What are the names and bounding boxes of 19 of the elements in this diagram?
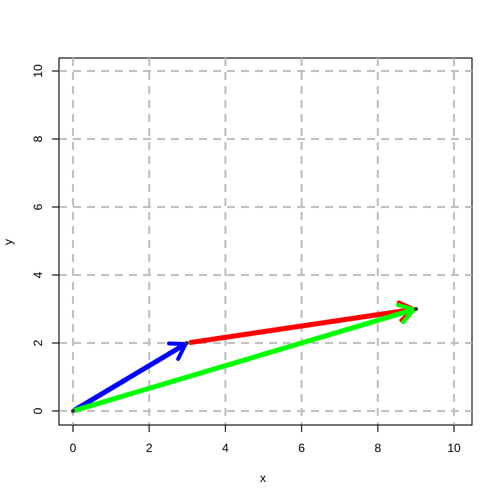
tick-label: 8	[373, 442, 382, 454]
tick-label: 4	[221, 442, 230, 454]
tick-label: 0	[68, 442, 78, 454]
vector-point	[71, 409, 75, 413]
vector-point	[414, 307, 418, 311]
vector-point	[185, 341, 190, 345]
tick-label: 10	[32, 63, 44, 80]
tick-label: 0	[32, 406, 44, 416]
tick-label: 6	[297, 442, 306, 454]
vector-arrow	[74, 302, 416, 413]
axis-title: y	[2, 239, 14, 245]
tick-label: 2	[32, 338, 44, 348]
tick-label: 8	[32, 134, 44, 144]
tick-label: 4	[32, 270, 44, 280]
axis-title: x	[260, 472, 266, 484]
tick-label: 10	[446, 442, 462, 454]
vector-arrow	[188, 300, 416, 346]
tick-label: 2	[144, 442, 154, 454]
tick-label: 6	[32, 202, 44, 212]
